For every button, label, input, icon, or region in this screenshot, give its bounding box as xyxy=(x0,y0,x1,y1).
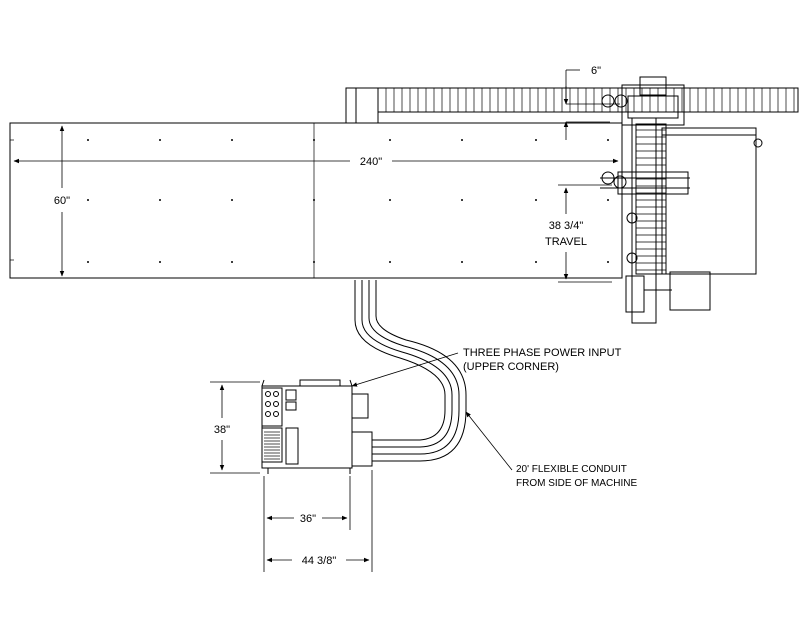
control-button xyxy=(265,391,271,397)
grid-dot xyxy=(607,261,609,263)
flexible-conduit xyxy=(354,280,467,462)
grid-dot xyxy=(159,139,161,141)
bed-grid-dots xyxy=(87,139,609,263)
dim-cabinet-width: 36" xyxy=(263,476,351,530)
grid-dot xyxy=(313,261,315,263)
gantry-head xyxy=(600,76,763,324)
grid-dot xyxy=(607,139,609,141)
grid-dot xyxy=(461,199,463,201)
machine-bed xyxy=(9,122,623,279)
grid-dot xyxy=(313,139,315,141)
grid-dot xyxy=(607,199,609,201)
grid-dot xyxy=(535,139,537,141)
callout-conduit: 20' FLEXIBLE CONDUIT FROM SIDE OF MACHIN… xyxy=(465,411,637,489)
cabinet-height-label: 38" xyxy=(214,424,230,436)
grid-dot xyxy=(87,199,89,201)
grid-dot xyxy=(313,199,315,201)
control-buttons xyxy=(265,391,279,417)
gap-label: 6" xyxy=(591,65,601,77)
grid-dot xyxy=(87,261,89,263)
terminal-strip xyxy=(264,431,280,460)
control-button xyxy=(265,411,271,417)
grid-dot xyxy=(231,139,233,141)
control-cabinet xyxy=(261,379,373,474)
travel-value: 38 3/4" xyxy=(549,220,584,232)
dim-cabinet-overall: 44 3/8" xyxy=(263,470,373,572)
length-label: 240" xyxy=(360,156,382,168)
cabinet-overall-label: 44 3/8" xyxy=(302,555,337,567)
rail-segments xyxy=(385,88,795,112)
grid-dot xyxy=(87,139,89,141)
grid-dot xyxy=(389,199,391,201)
dim-width: 60" xyxy=(54,125,70,277)
grid-dot xyxy=(389,261,391,263)
width-label: 60" xyxy=(54,195,70,207)
grid-dot xyxy=(231,199,233,201)
grid-dot xyxy=(159,199,161,201)
power-callout-line1: THREE PHASE POWER INPUT xyxy=(463,347,622,359)
grid-dot xyxy=(461,139,463,141)
cabinet-width-label: 36" xyxy=(300,513,316,525)
grid-dot xyxy=(535,261,537,263)
control-button xyxy=(265,401,271,407)
control-button xyxy=(273,411,279,417)
conduit-callout-line1: 20' FLEXIBLE CONDUIT xyxy=(516,464,627,475)
grid-dot xyxy=(461,261,463,263)
cable-carrier-rail xyxy=(345,87,799,124)
power-callout-line2: (UPPER CORNER) xyxy=(463,361,559,373)
grid-dot xyxy=(231,261,233,263)
grid-dot xyxy=(159,261,161,263)
dim-length: 240" xyxy=(13,156,619,168)
conduit-callout-line2: FROM SIDE OF MACHINE xyxy=(516,478,637,489)
grid-dot xyxy=(535,199,537,201)
dim-gap: 6" xyxy=(563,65,620,140)
dim-travel: 38 3/4" TRAVEL xyxy=(545,184,612,283)
travel-label: TRAVEL xyxy=(545,236,587,248)
callout-power-input: THREE PHASE POWER INPUT (UPPER CORNER) xyxy=(351,347,622,387)
control-button xyxy=(273,401,279,407)
control-button xyxy=(273,391,279,397)
grid-dot xyxy=(389,139,391,141)
dim-cabinet-height: 38" xyxy=(210,381,260,474)
